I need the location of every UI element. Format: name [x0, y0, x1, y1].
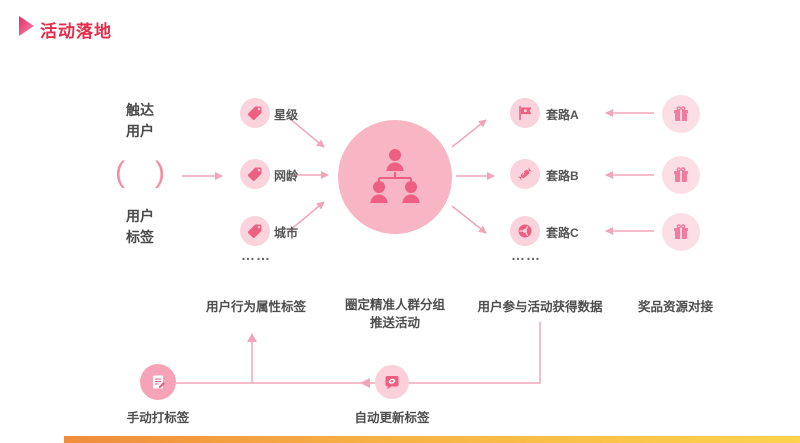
user-tags-label: 用户 标签 — [126, 208, 154, 245]
gift-icon — [672, 223, 690, 241]
route-label-2: 套路B — [546, 169, 579, 183]
org-group-icon — [359, 142, 431, 212]
caption-behavior-tags: 用户行为属性标签 — [205, 300, 306, 314]
gift-circle-3 — [662, 213, 700, 251]
auto-update-circle — [375, 365, 409, 399]
routes-ellipsis: …… — [511, 247, 541, 263]
gift-icon — [672, 105, 690, 123]
tag-circle-2 — [240, 159, 270, 189]
arrowhead-up-behavior — [247, 333, 257, 342]
candy-icon — [517, 166, 533, 182]
tag-icon — [247, 105, 263, 121]
bottom-accent-bar — [64, 436, 800, 443]
gift-icon — [672, 166, 690, 184]
manual-tag-circle — [140, 364, 176, 400]
line-data-to-auto — [176, 322, 541, 384]
arrow-tag3-to-center — [288, 201, 325, 232]
play-triangle-icon — [18, 15, 36, 42]
route-label-1: 套路A — [546, 108, 579, 122]
route-circle-2 — [510, 159, 540, 189]
caption-prize-resources: 奖品资源对接 — [637, 300, 713, 314]
tag-circle-3 — [240, 216, 270, 246]
tag-icon — [247, 223, 263, 239]
edit-document-icon — [149, 373, 167, 391]
manual-tag-label: 手动打标签 — [126, 411, 190, 425]
reach-users-label: 触达 用户 — [126, 102, 154, 139]
caption-activity-data: 用户参与活动获得数据 — [477, 300, 603, 314]
page-title: 活动落地 — [40, 22, 112, 41]
route-label-3: 套路C — [546, 226, 579, 240]
tag-label-3: 城市 — [274, 226, 299, 240]
arrow-tag1-to-center — [288, 117, 325, 148]
tags-ellipsis: …… — [241, 247, 271, 263]
tag-circle-1 — [240, 98, 270, 128]
flag-icon — [517, 105, 533, 121]
route-circle-3 — [510, 216, 540, 246]
caption-center-group: 圈定精准人群分组 推送活动 — [344, 298, 445, 330]
route-circle-1 — [510, 98, 540, 128]
parentheses: ( ) — [115, 156, 165, 189]
tag-label-1: 星级 — [274, 108, 299, 122]
refresh-bubble-icon — [383, 373, 401, 391]
arrow-center-to-route1 — [451, 119, 487, 148]
tag-label-2: 网龄 — [274, 169, 299, 183]
gift-circle-2 — [662, 156, 700, 194]
audience-group-circle — [338, 120, 452, 234]
auto-update-label: 自动更新标签 — [354, 411, 430, 425]
arrow-center-to-route3 — [451, 205, 487, 234]
wheel-icon — [517, 223, 533, 239]
arrowhead-left-manual — [360, 378, 370, 388]
tag-icon — [247, 166, 263, 182]
gift-circle-1 — [662, 95, 700, 133]
